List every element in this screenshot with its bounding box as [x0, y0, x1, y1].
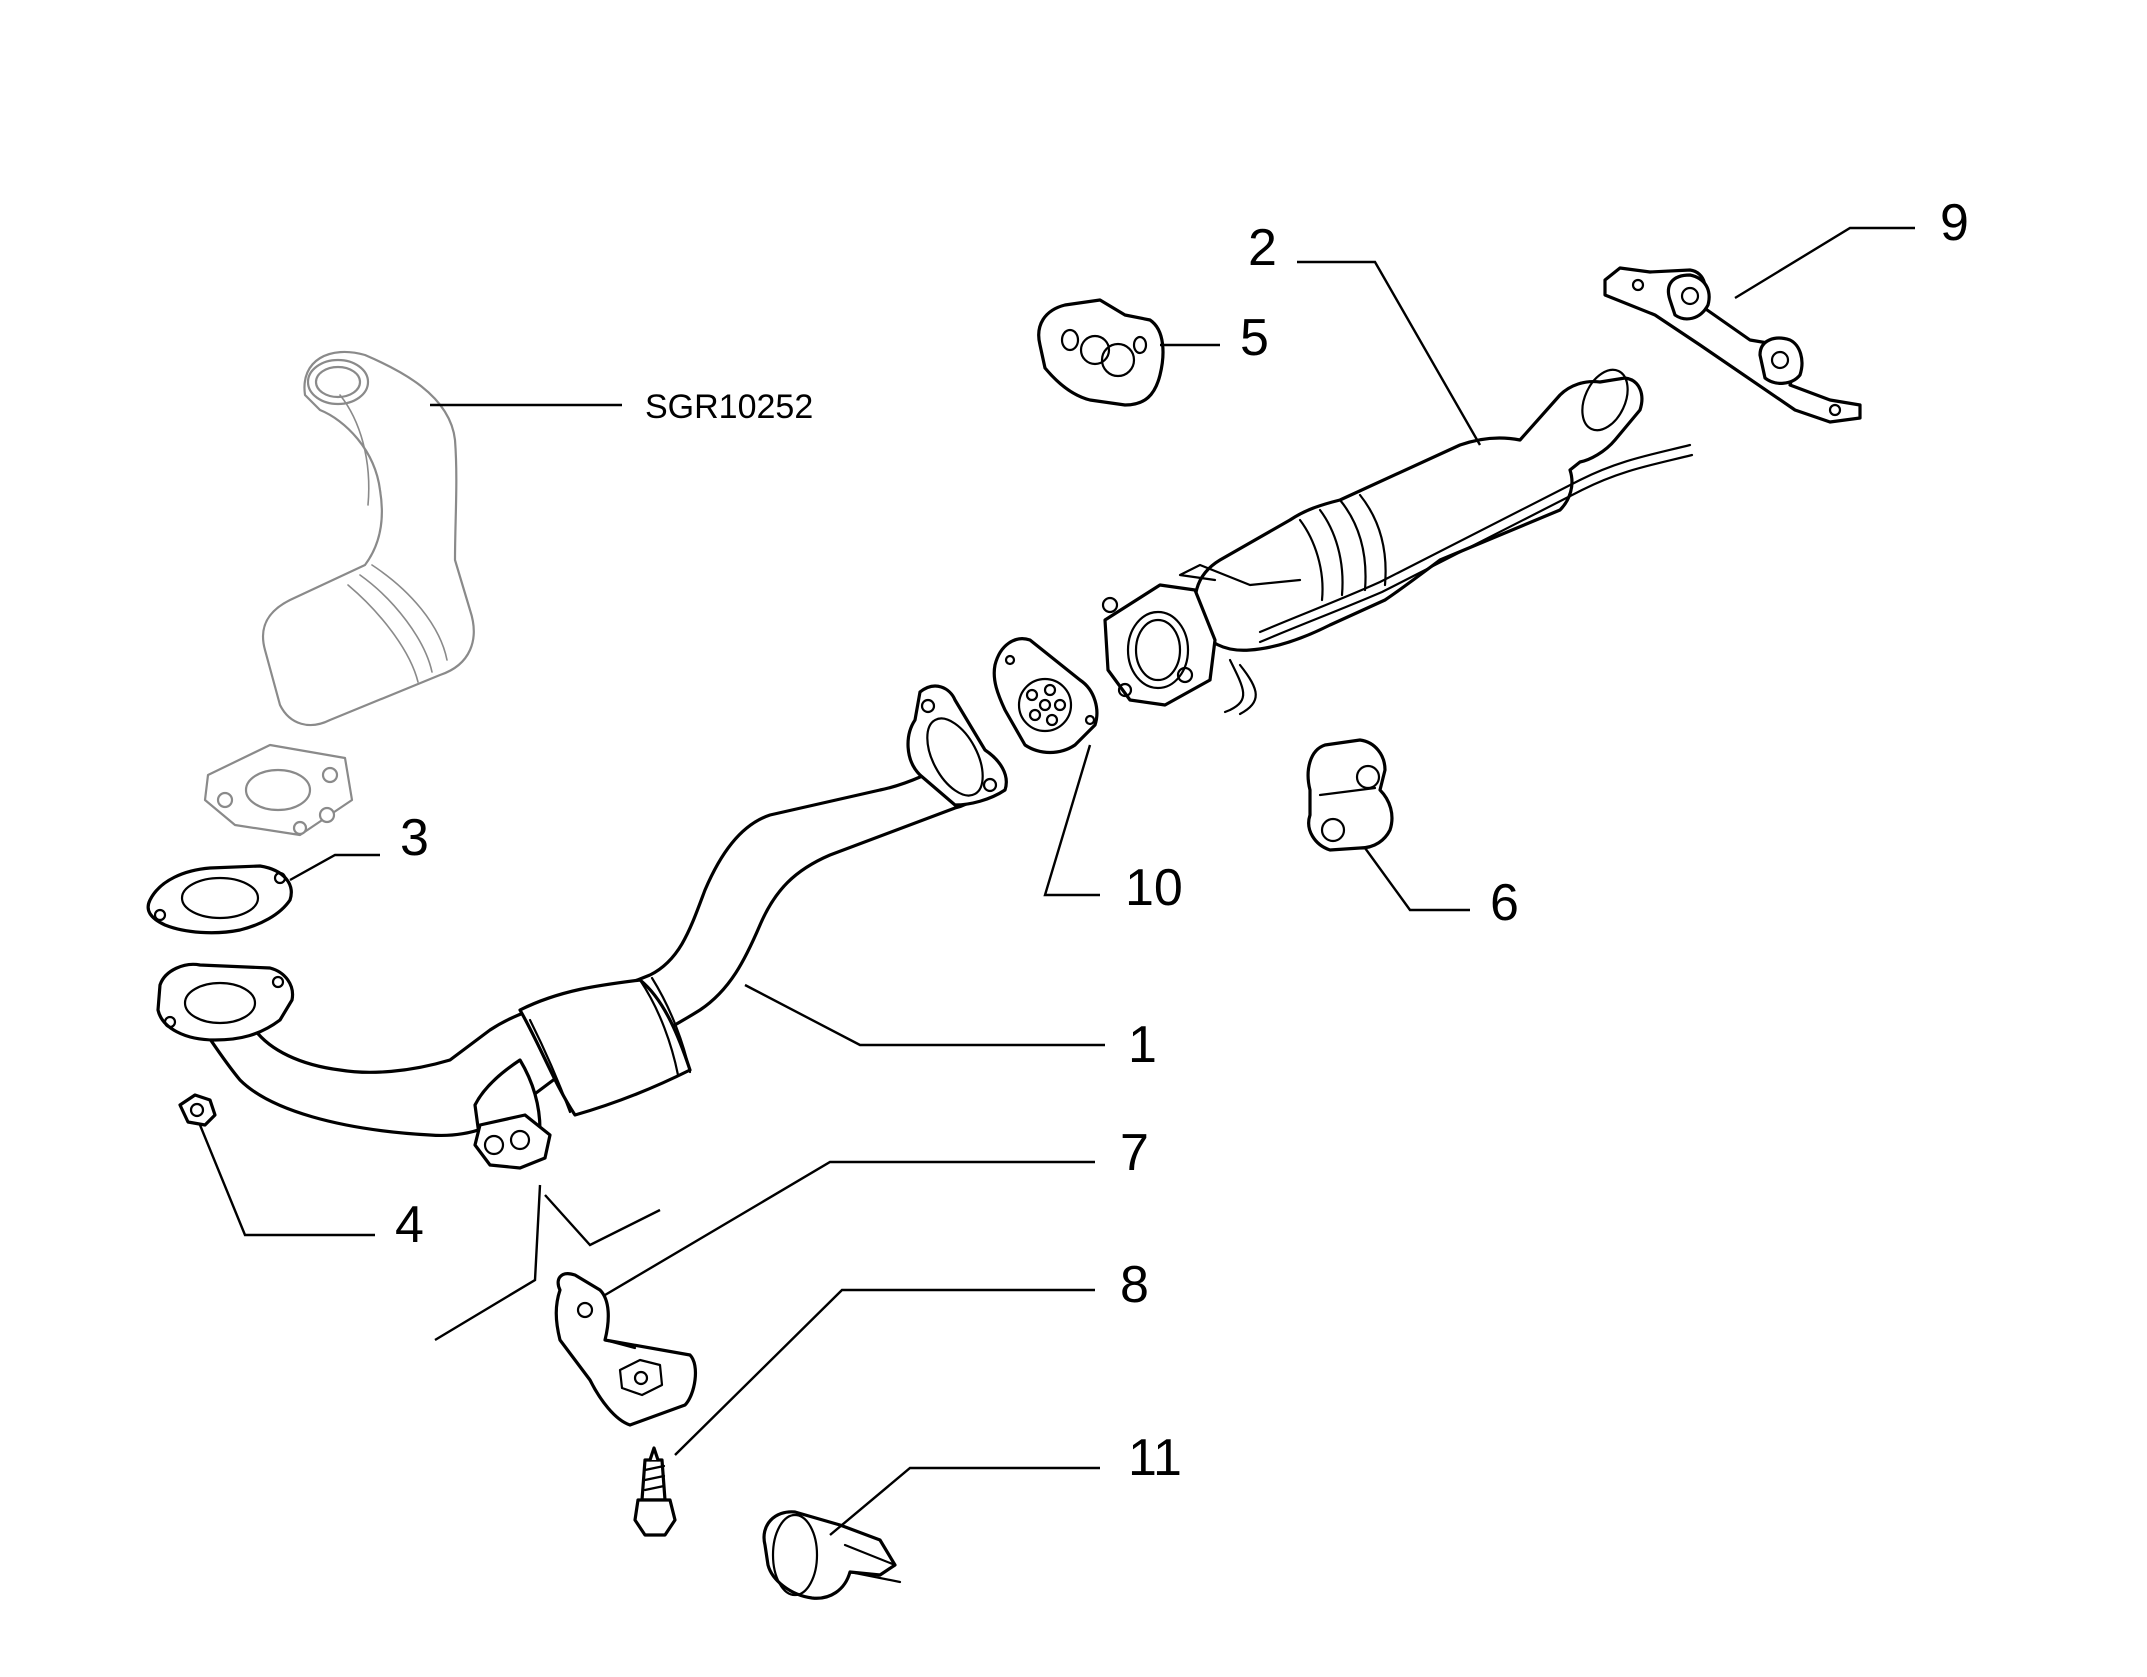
callout-6: 6 — [1490, 874, 1519, 932]
bolt-part — [633, 1446, 677, 1537]
callout-9: 9 — [1940, 194, 1969, 252]
mounting-strap-part — [1603, 266, 1862, 424]
callout-10: 10 — [1125, 859, 1183, 917]
clamp-part — [762, 1510, 902, 1600]
rubber-mount-part — [1037, 298, 1165, 407]
callout-3: 3 — [400, 809, 429, 867]
particulate-filter-part — [1101, 368, 1694, 716]
nut-part — [178, 1093, 217, 1127]
catalytic-converter-reference — [203, 350, 475, 837]
callout-11: 11 — [1128, 1429, 1182, 1487]
hanger-part — [1306, 738, 1394, 852]
callout-2: 2 — [1248, 219, 1277, 277]
callout-8: 8 — [1120, 1256, 1149, 1314]
callout-5: 5 — [1240, 309, 1269, 367]
gasket-part — [146, 864, 293, 935]
callout-7: 7 — [1120, 1124, 1149, 1182]
front-pipe-part — [156, 684, 1008, 1170]
reference-label: SGR10252 — [645, 388, 813, 426]
callout-4: 4 — [395, 1196, 424, 1254]
callout-1: 1 — [1128, 1016, 1157, 1074]
filter-gasket-part — [992, 637, 1099, 755]
bracket-part — [554, 1272, 698, 1427]
